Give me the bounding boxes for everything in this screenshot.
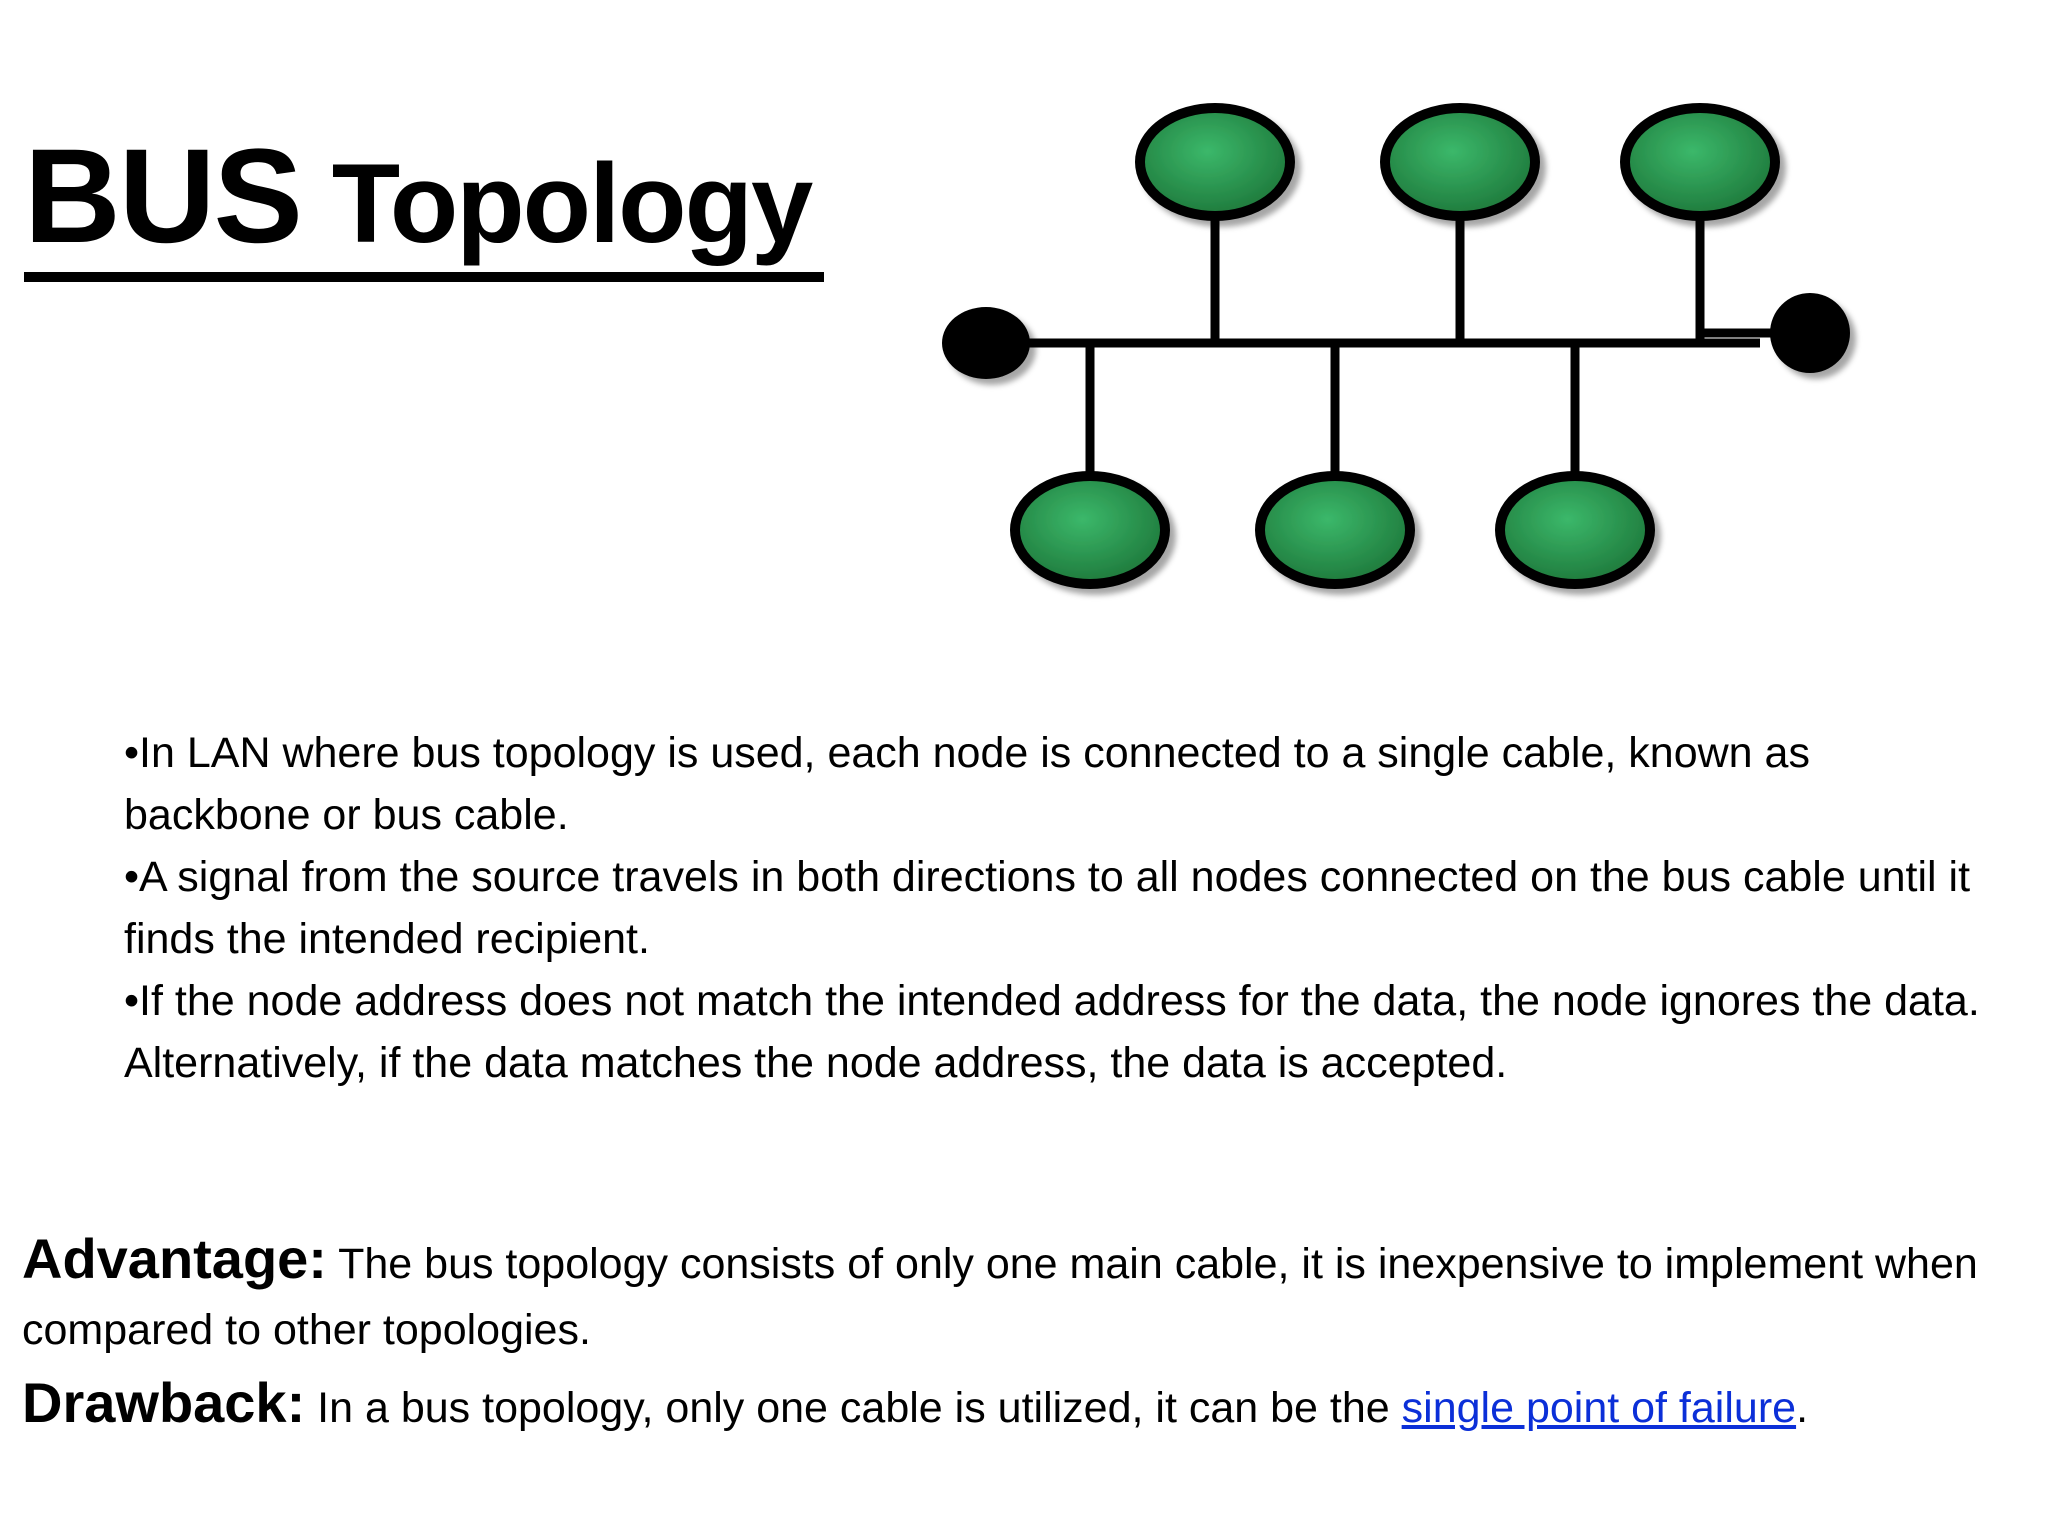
title-word-bus: BUS xyxy=(24,122,303,271)
terminator-right xyxy=(1770,293,1850,373)
node-bottom-1 xyxy=(1010,471,1170,589)
single-point-of-failure-link[interactable]: single point of failure xyxy=(1401,1384,1797,1432)
title-word-topology: Topology xyxy=(331,141,814,266)
terminator-left xyxy=(942,307,1030,379)
drawback-text: In a bus topology, only one cable is uti… xyxy=(305,1384,1402,1432)
slide-title: BUS Topology xyxy=(24,122,814,271)
bus-topology-diagram xyxy=(942,103,1850,589)
bullet-item: •If the node address does not match the … xyxy=(124,977,1980,1087)
bullet-item: •A signal from the source travels in bot… xyxy=(124,853,1971,963)
advantage-paragraph: Advantage: The bus topology consists of … xyxy=(22,1226,2022,1363)
bullet-item: •In LAN where bus topology is used, each… xyxy=(124,729,1810,839)
node-top-2 xyxy=(1380,103,1540,221)
drawback-label: Drawback: xyxy=(22,1371,306,1434)
drawback-paragraph: Drawback: In a bus topology, only one ca… xyxy=(22,1370,2022,1441)
bullet-list: •In LAN where bus topology is used, each… xyxy=(124,722,2004,1094)
title-underline xyxy=(24,272,824,282)
node-bottom-2 xyxy=(1255,471,1415,589)
advantage-text: The bus topology consists of only one ma… xyxy=(22,1240,1978,1354)
node-bottom-3 xyxy=(1495,471,1655,589)
advantage-label: Advantage: xyxy=(22,1227,327,1290)
node-top-3 xyxy=(1620,103,1780,221)
node-top-1 xyxy=(1135,103,1295,221)
drawback-period: . xyxy=(1796,1384,1809,1432)
